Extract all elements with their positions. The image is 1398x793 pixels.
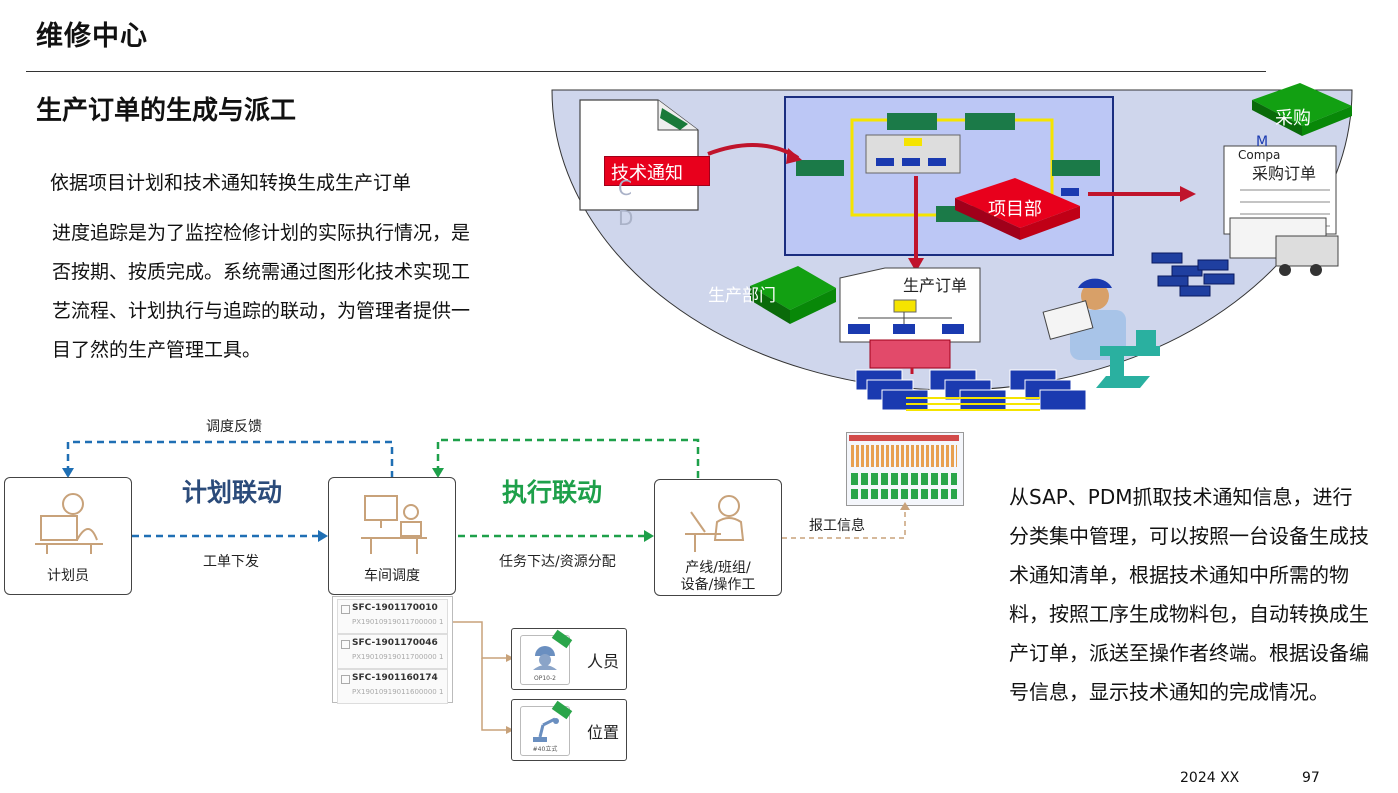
personnel-resource-card[interactable]: OP10-2 人员 — [511, 628, 627, 690]
intro-line: 依据项目计划和技术通知转换生成生产订单 — [50, 172, 412, 194]
material-boxes-icon — [1151, 252, 1235, 297]
task-blocks — [855, 369, 1087, 411]
position-icon-frame: #40立式 — [520, 700, 573, 756]
feedback-label: 调度反馈 — [206, 419, 262, 435]
workshop-label: 车间调度 — [364, 568, 420, 584]
personnel-label: 人员 — [587, 652, 620, 671]
report-label: 报工信息 — [809, 518, 865, 534]
tech-notice-document-icon — [579, 99, 699, 211]
robot-arm-icon — [533, 717, 559, 742]
position-resource-card[interactable]: #40立式 位置 — [511, 699, 627, 761]
production-dept-label: 生产部门 — [708, 286, 776, 306]
order-generation-diagram — [551, 83, 1353, 411]
workshop-icon — [361, 495, 427, 554]
purchase-order-label: 采购订单 — [1252, 164, 1317, 183]
checkbox-icon[interactable] — [341, 675, 350, 684]
project-dept-label: 项目部 — [988, 199, 1042, 220]
company-label: Compa — [1238, 148, 1281, 162]
exec-link-label: 执行联动 — [502, 478, 603, 507]
tech-notice-label: 技术通知 — [611, 163, 683, 184]
sfc-list-item[interactable]: SFC-1901170046 PX19010919011700000 1 — [337, 634, 448, 669]
planner-box: 计划员 — [4, 477, 132, 595]
checkbox-icon[interactable] — [341, 605, 350, 614]
line-label-1: 产线/班组/ — [685, 560, 751, 576]
purchase-shape — [1252, 83, 1352, 126]
production-order-label: 生产订单 — [903, 276, 968, 295]
order-stack-shape — [869, 339, 951, 369]
cd-letter-c: C — [618, 176, 632, 200]
machine-icon — [1096, 330, 1160, 388]
right-description: 从SAP、PDM抓取技术通知信息，进行分类集中管理，可以按照一台设备生成技术通知… — [1009, 485, 1369, 704]
intro-paragraph: 进度追踪是为了监控检修计划的实际执行情况，是否按期、按质完成。系统需通过图形化技… — [52, 222, 471, 361]
dashboard-thumbnail — [846, 432, 964, 506]
purchase-label: 采购 — [1275, 108, 1311, 129]
m-letter: M — [1256, 134, 1269, 150]
work-order-label: 工单下发 — [203, 554, 259, 570]
line-team-box: 产线/班组/ 设备/操作工 — [654, 479, 782, 596]
position-label: 位置 — [587, 723, 620, 742]
planner-label: 计划员 — [47, 568, 89, 584]
page-number: 97 — [1302, 770, 1320, 786]
tech-notice-label-box — [604, 156, 710, 186]
plan-link-label: 计划联动 — [182, 478, 283, 507]
checkbox-icon[interactable] — [341, 640, 350, 649]
operator-helmet-icon — [533, 646, 557, 670]
production-dept-shape — [750, 266, 836, 310]
planner-icon — [35, 493, 103, 554]
sfc-list-item[interactable]: SFC-1901170010 PX19010919011700000 1 — [337, 599, 448, 634]
title-divider — [26, 71, 1266, 72]
operator-icon — [685, 495, 745, 552]
personnel-icon-frame: OP10-2 — [520, 629, 573, 685]
sfc-list-item[interactable]: SFC-1901160174 PX19010919011600000 1 — [337, 669, 448, 704]
cd-letter-d: D — [618, 206, 634, 230]
page-title: 维修中心 — [36, 21, 148, 52]
task-dispatch-label: 任务下达/资源分配 — [499, 554, 616, 570]
truck-icon — [1229, 217, 1339, 276]
project-dept-shape — [955, 178, 1080, 228]
workshop-scheduling-box: 车间调度 — [328, 477, 456, 595]
sfc-order-list: SFC-1901170010 PX19010919011700000 1 SFC… — [332, 596, 453, 704]
footer-date: 2024 XX — [1180, 770, 1240, 786]
flow-connectors — [62, 438, 910, 734]
section-title: 生产订单的生成与派工 — [36, 96, 297, 126]
production-order-document-icon — [839, 267, 981, 343]
line-label-2: 设备/操作工 — [680, 577, 756, 593]
